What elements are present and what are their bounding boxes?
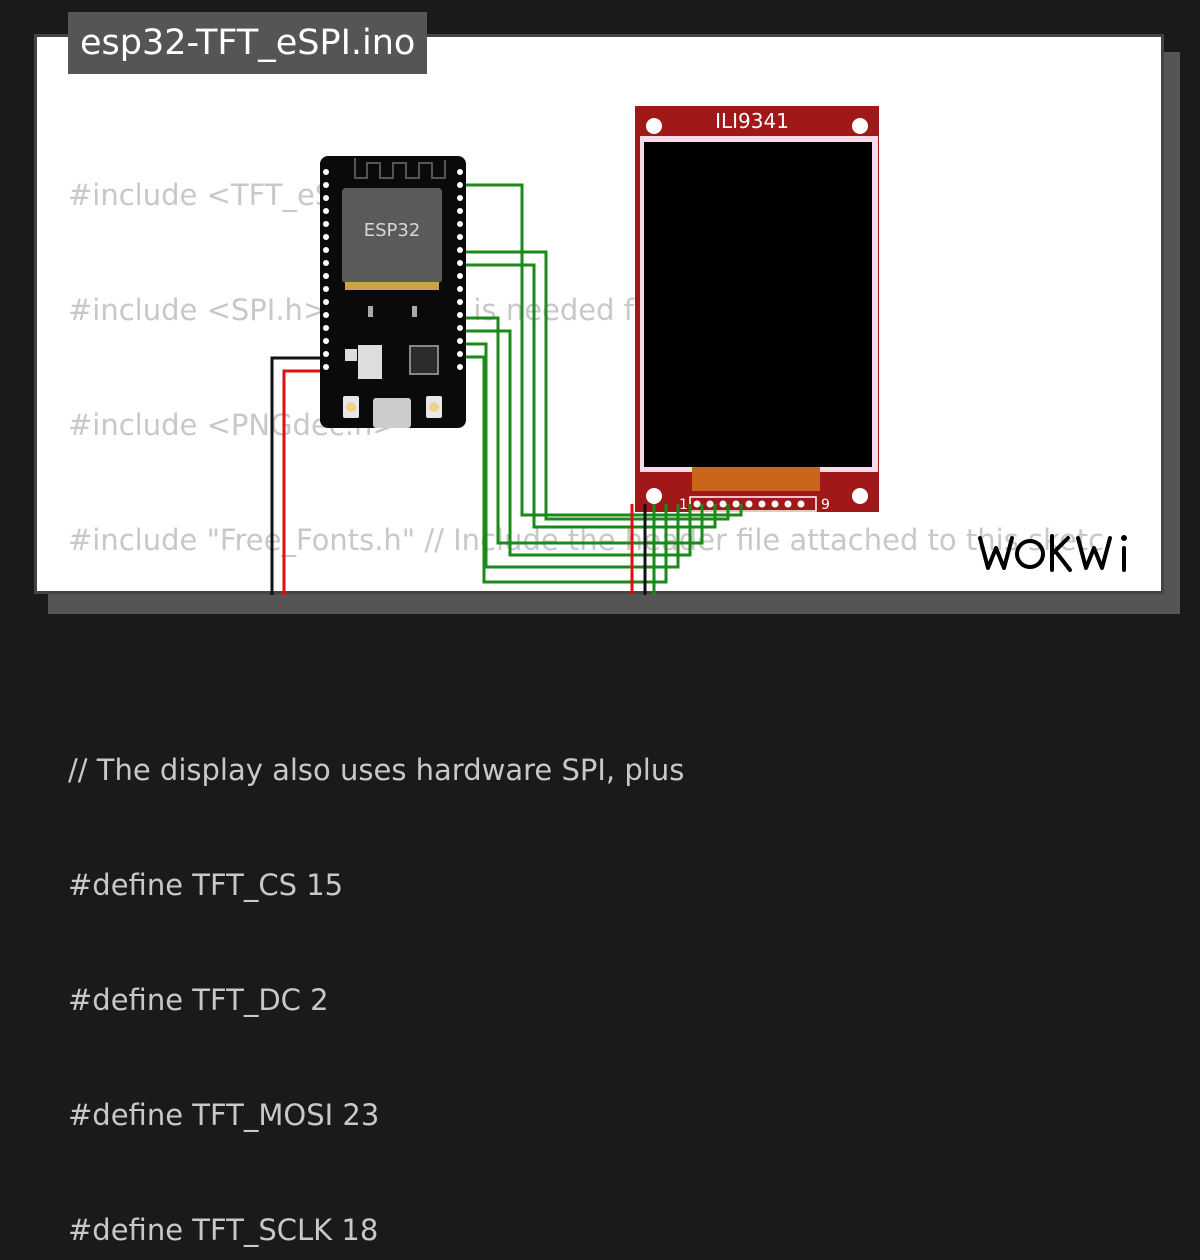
code-line: #define TFT_MOSI 23 [68, 1098, 380, 1132]
wire-green [460, 316, 704, 545]
esp32-board[interactable]: ESP32 [320, 156, 466, 428]
circuit-diagram: ILI9341 1 9 ESP32 [270, 106, 879, 595]
code-line: #define TFT_DC 2 [68, 983, 329, 1017]
wire-red [282, 369, 326, 595]
display-screen [644, 142, 872, 467]
mount-hole [852, 488, 868, 504]
wire-black [270, 356, 326, 595]
esp32-module [342, 188, 442, 283]
pin-header-pins [693, 500, 805, 508]
right-pins [457, 169, 463, 370]
mount-hole [646, 488, 662, 504]
wire-green [460, 342, 680, 569]
code-line: #define TFT_SCLK 18 [68, 1213, 379, 1247]
mount-hole [646, 118, 662, 134]
wire-green [460, 329, 692, 557]
wokwi-logo [978, 534, 1127, 572]
file-tab[interactable]: esp32-TFT_eSPI.ino [68, 12, 428, 74]
code-line: // The display also uses hardware SPI, p… [68, 753, 685, 787]
wires [270, 183, 743, 595]
antenna-trace [354, 158, 446, 179]
wire-green [460, 250, 730, 521]
left-pins [323, 169, 329, 370]
usb-port [373, 398, 411, 428]
code-line [68, 632, 1104, 679]
pin-first-label: 1 [679, 497, 688, 513]
mount-hole [852, 118, 868, 134]
ili9341-display[interactable]: ILI9341 1 9 [635, 106, 879, 513]
project-card [34, 34, 1164, 594]
code-line: #define TFT_CS 15 [68, 868, 344, 902]
display-label: ILI9341 [715, 109, 789, 133]
wire-green [460, 263, 717, 529]
wire-green [460, 183, 743, 517]
esp32-label: ESP32 [364, 220, 421, 241]
wire-green [460, 355, 668, 584]
flex-cable [692, 467, 820, 491]
code-line: #include "Free_Fonts.h" // Include the h… [68, 523, 1105, 557]
pin-last-label: 9 [821, 497, 830, 513]
